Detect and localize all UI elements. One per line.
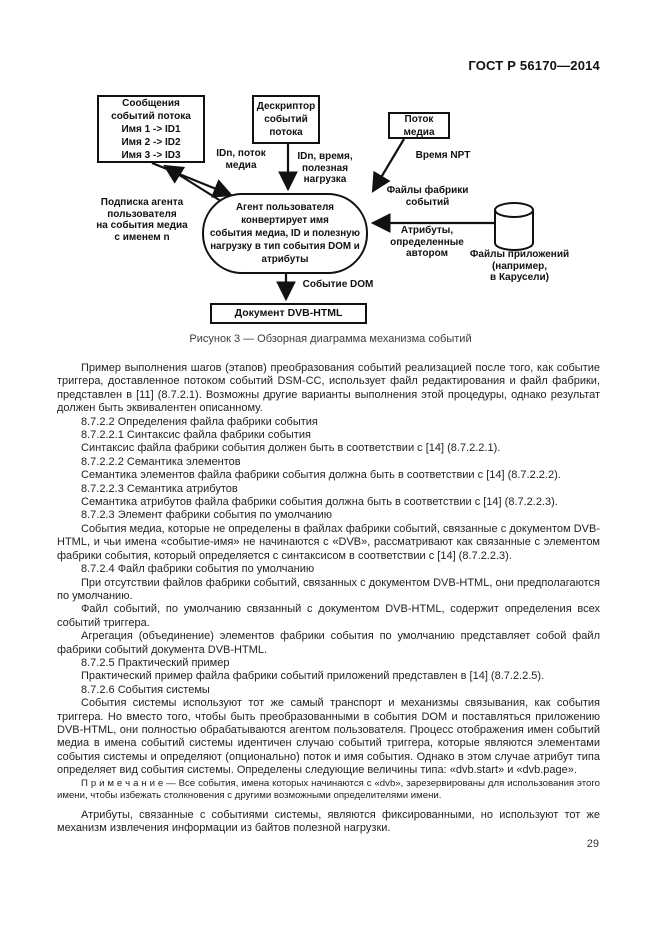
- paragraph: Пример выполнения шагов (этапов) преобра…: [57, 362, 600, 415]
- label-application-files: Файлы приложений (например, в Карусели): [469, 249, 570, 283]
- label-dom-event: Событие DOM: [302, 279, 374, 290]
- paragraph: Семантика элементов файла фабрики событи…: [81, 469, 561, 482]
- paragraph: Практический пример файла фабрики событи…: [81, 670, 545, 683]
- label-npt-time: Время NPT: [415, 150, 471, 161]
- section-heading: 8.7.2.2.1 Синтаксис файла фабрики событи…: [81, 429, 311, 442]
- section-heading: 8.7.2.4 Файл фабрики события по умолчани…: [81, 563, 315, 576]
- paragraph: События системы используют тот же самый …: [57, 697, 600, 777]
- label-idn-time-payload: IDn, время, полезная нагрузка: [297, 151, 353, 185]
- paragraph: Семантика атрибутов файла фабрики событи…: [81, 496, 558, 509]
- paragraph: При отсутствии файлов фабрики событий, с…: [57, 576, 600, 602]
- document-code-header: ГОСТ Р 56170—2014: [468, 58, 600, 73]
- body-text: Пример выполнения шагов (этапов) преобра…: [57, 362, 600, 835]
- label-author-defined-attributes: Атрибуты, определенные автором: [390, 225, 464, 259]
- section-heading: 8.7.2.2.3 Семантика атрибутов: [81, 482, 238, 495]
- diagram-arrows-layer: [151, 138, 534, 302]
- label-event-factory-files: Файлы фабрики событий: [386, 185, 469, 208]
- paragraph: Агрегация (объединение) элементов фабрик…: [57, 630, 600, 656]
- paragraph: Атрибуты, связанные с событиями системы,…: [57, 808, 600, 834]
- paragraph: Синтаксис файла фабрики события должен б…: [81, 442, 501, 455]
- label-user-agent-subscription: Подписка агента пользователя на события …: [96, 197, 188, 243]
- section-heading: 8.7.2.3 Элемент фабрики события по умолч…: [81, 509, 332, 522]
- event-mechanism-diagram: Сообщения событий потока Имя 1 -> ID1 Им…: [0, 90, 661, 355]
- section-heading: 8.7.2.2.2 Семантика элементов: [81, 455, 241, 468]
- box-stream-event-descriptor: Дескриптор событий потока: [252, 95, 320, 144]
- arrow-agent-to-messages: [163, 164, 225, 204]
- paragraph: Файл событий, по умолчанию связанный с д…: [57, 603, 600, 629]
- section-heading: 8.7.2.5 Практический пример: [81, 656, 230, 669]
- arrow-media-to-agent: [371, 138, 405, 193]
- box-user-agent: Агент пользователя конвертирует имя собы…: [202, 193, 368, 274]
- label-idn-media-stream: IDn, поток медиа: [216, 148, 266, 171]
- page-number: 29: [586, 838, 599, 850]
- box-dvb-html-document: Документ DVB-HTML: [210, 303, 367, 324]
- section-heading: 8.7.2.2 Определения файла фабрики событи…: [81, 415, 318, 428]
- box-media-stream: Поток медиа: [388, 112, 450, 139]
- figure-caption: Рисунок 3 — Обзорная диаграмма механизма…: [189, 333, 472, 345]
- paragraph: События медиа, которые не определены в ф…: [57, 522, 600, 562]
- section-heading: 8.7.2.6 События системы: [81, 683, 210, 696]
- box-stream-event-messages: Сообщения событий потока Имя 1 -> ID1 Им…: [97, 95, 205, 163]
- database-cylinder-icon: [494, 202, 534, 251]
- note-paragraph: П р и м е ч а н и е — Все события, имена…: [57, 777, 600, 801]
